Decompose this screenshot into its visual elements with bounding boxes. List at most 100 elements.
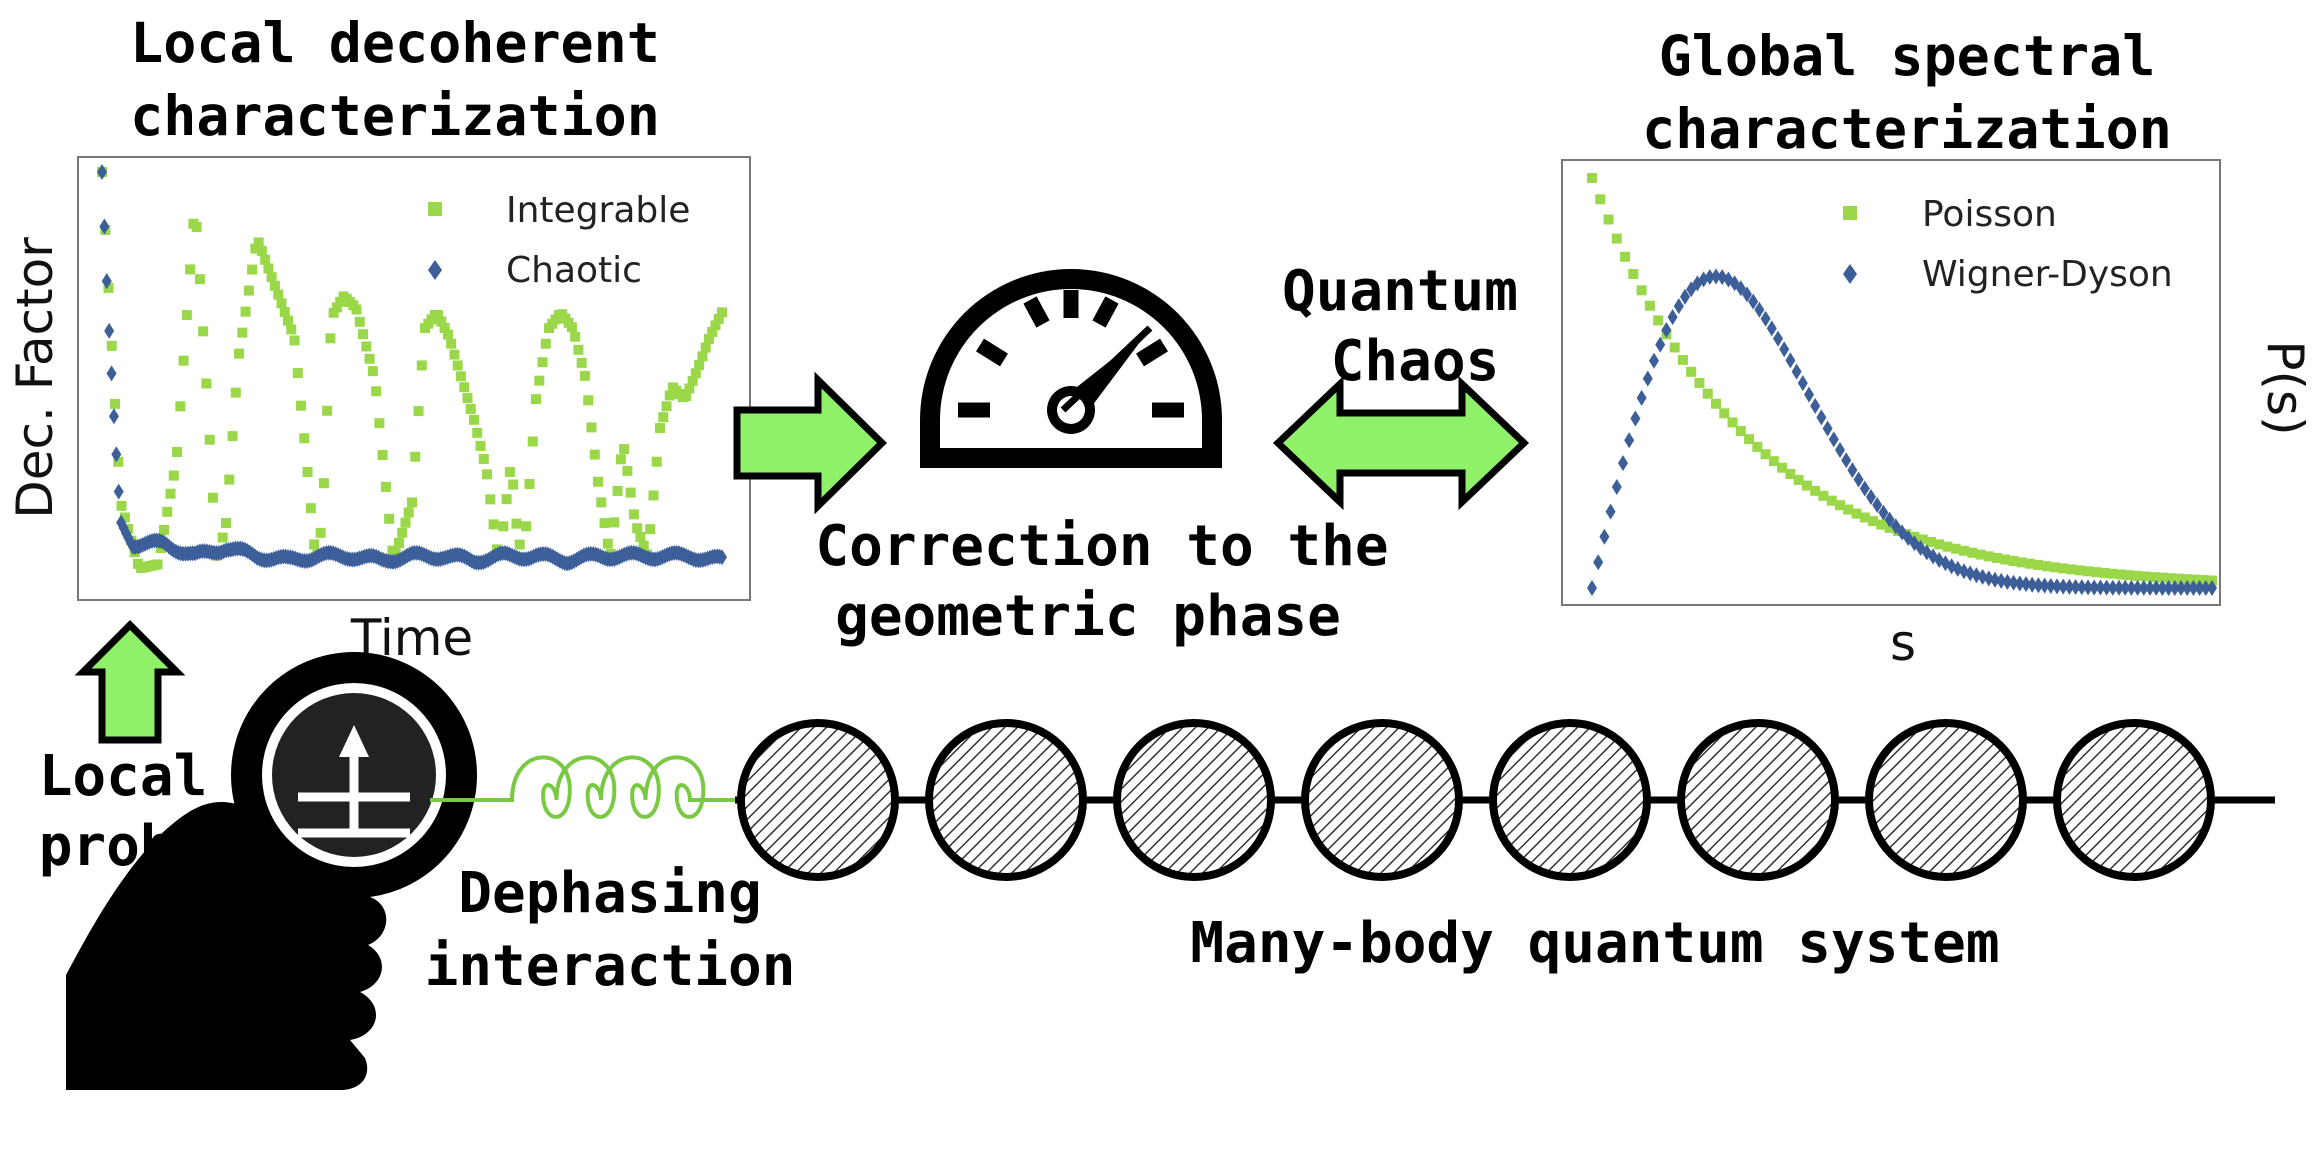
integrable-point — [240, 306, 251, 317]
legend-label-integrable: Integrable — [506, 190, 690, 231]
wigner-dyson-point — [1804, 386, 1814, 403]
integrable-point — [302, 466, 313, 477]
poisson-point — [1934, 539, 1945, 550]
correction-label-line2: geometric phase — [835, 584, 1341, 649]
wigner-dyson-point — [2095, 579, 2106, 596]
poisson-point — [1785, 469, 1796, 480]
integrable-point — [658, 412, 669, 423]
integrable-point — [416, 360, 427, 371]
poisson-point — [1992, 552, 2003, 563]
poisson-point — [1686, 366, 1697, 377]
integrable-point — [354, 316, 365, 327]
poisson-point — [2049, 562, 2060, 573]
poisson-point — [1727, 417, 1738, 428]
poisson-point — [1711, 398, 1721, 409]
integrable-point — [299, 433, 310, 444]
wigner-dyson-point — [2107, 579, 2118, 596]
wigner-dyson-point — [2089, 579, 2100, 596]
poisson-point — [1925, 536, 1936, 547]
integrable-point — [273, 289, 284, 300]
legend-label-poisson: Poisson — [1922, 194, 2057, 235]
integrable-point — [361, 341, 372, 352]
poisson-point — [1653, 315, 1664, 326]
chain-site — [1865, 719, 2027, 881]
wigner-dyson-point — [1853, 471, 1864, 488]
integrable-point — [586, 422, 597, 433]
wigner-dyson-point — [2027, 576, 2038, 593]
wigner-dyson-point — [2076, 579, 2087, 596]
poisson-point — [1868, 516, 1879, 527]
wigner-dyson-point — [1630, 410, 1641, 427]
poisson-point — [1859, 512, 1870, 523]
poisson-point — [2000, 554, 2011, 565]
left-plot-ylabel: Dec. Factor — [6, 237, 64, 519]
poisson-point — [1942, 541, 1953, 552]
wigner-dyson-point — [2120, 579, 2131, 596]
poisson-point — [1843, 504, 1854, 515]
integrable-point — [478, 453, 489, 464]
wigner-dyson-point — [1618, 455, 1628, 472]
right-plot-title-line2: characterization — [1642, 97, 2172, 161]
poisson-point — [1735, 426, 1746, 437]
poisson-point — [1603, 214, 1614, 225]
poisson-point — [1620, 251, 1631, 262]
integrable-point — [527, 436, 538, 447]
integrable-point — [707, 326, 718, 337]
wigner-dyson-point — [1779, 341, 1790, 358]
poisson-point — [1884, 522, 1895, 533]
integrable-point — [540, 338, 551, 349]
integrable-point — [504, 466, 515, 477]
legend-label-chaotic: Chaotic — [506, 250, 642, 291]
right-arrow-icon — [733, 371, 887, 515]
right-plot-ylabel: P(s) — [2256, 340, 2313, 435]
wigner-dyson-point — [1766, 320, 1777, 337]
integrable-point — [393, 537, 404, 548]
integrable-point — [485, 494, 496, 505]
wigner-dyson-point — [1587, 580, 1597, 596]
poisson-point — [2083, 566, 2093, 577]
wigner-dyson-point — [2002, 573, 2013, 590]
wigner-dyson-point — [1649, 352, 1659, 369]
wigner-dyson-point — [2052, 578, 2062, 595]
wigner-dyson-point — [1742, 286, 1752, 303]
integrable-point — [243, 285, 254, 296]
poisson-point — [1611, 233, 1622, 244]
integrable-point — [612, 485, 623, 496]
integrable-point — [198, 326, 209, 337]
poisson-point — [1702, 388, 1713, 399]
integrable-point — [664, 390, 675, 401]
integrable-point — [690, 368, 701, 379]
integrable-point — [390, 548, 401, 559]
poisson-point — [2157, 572, 2168, 583]
integrable-point — [358, 329, 369, 340]
wigner-dyson-point — [2070, 579, 2081, 596]
integrable-point — [570, 331, 581, 342]
chaotic-point — [120, 524, 131, 541]
wigner-dyson-point — [1593, 554, 1604, 571]
integrable-point — [710, 320, 721, 331]
wigner-dyson-point — [1866, 489, 1876, 506]
wigner-dyson-point — [2151, 579, 2162, 596]
integrable-point — [573, 344, 584, 355]
poisson-point — [2149, 572, 2160, 583]
system-label: Many-body quantum system — [1190, 911, 1999, 976]
integrable-point — [175, 401, 186, 412]
wigner-dyson-point — [1680, 288, 1690, 305]
legend-marker-wigner-dyson — [1843, 264, 1857, 284]
chaotic-point — [106, 365, 117, 382]
integrable-point — [279, 306, 290, 317]
integrable-point — [263, 263, 274, 274]
poisson-point — [2016, 557, 2027, 568]
wigner-dyson-point — [1611, 479, 1622, 496]
poisson-point — [1959, 545, 1969, 556]
wigner-dyson-point — [1872, 497, 1883, 514]
integrable-point — [531, 394, 541, 405]
wigner-dyson-point — [1822, 420, 1833, 437]
chaotic-point — [104, 322, 115, 339]
integrable-point — [534, 375, 545, 386]
integrable-point — [224, 474, 235, 485]
wigner-dyson-point — [1754, 301, 1765, 318]
integrable-point — [469, 414, 479, 425]
integrable-point — [367, 366, 378, 377]
